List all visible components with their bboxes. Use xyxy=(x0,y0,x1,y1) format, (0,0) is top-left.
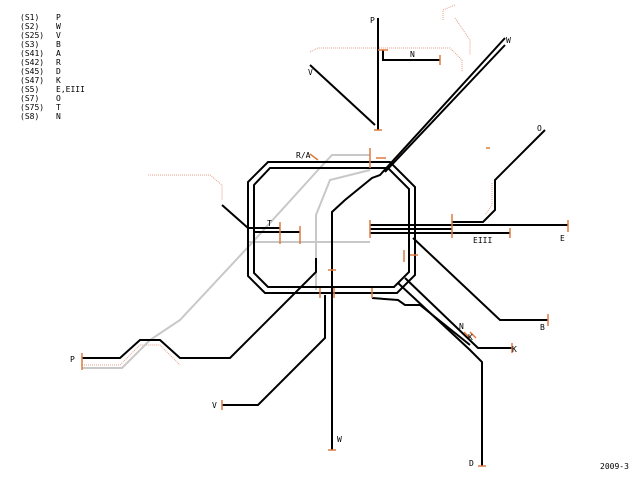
legend-destination: B xyxy=(56,40,61,49)
legend-line-id: (S75) xyxy=(20,103,45,112)
label-w-ne: W xyxy=(506,36,511,45)
map-labels: R/A P W N V O T E EIII B N K K P V W D xyxy=(70,16,565,468)
ring-line xyxy=(247,161,416,294)
line-p-west xyxy=(82,258,317,359)
legend-row: (S2) W xyxy=(20,22,85,31)
legend-destination: E,EIII xyxy=(56,85,85,94)
label-ring: R/A xyxy=(296,151,311,160)
legend-row: (S7) O xyxy=(20,94,85,103)
legend-line-id: (S7) xyxy=(20,94,40,103)
legend-line-id: (S42) xyxy=(20,58,45,67)
legend-row: (S42) R xyxy=(20,58,85,67)
label-b-se: B xyxy=(540,323,545,332)
legend-row: (S75) T xyxy=(20,103,85,112)
label-k-south-2: K xyxy=(512,345,517,354)
line-b-se xyxy=(412,237,548,321)
legend-destination: T xyxy=(56,103,61,112)
planned-line-east-spur xyxy=(484,183,493,216)
legend-destination: R xyxy=(56,58,61,67)
line-k-se xyxy=(404,277,512,349)
planned-line-west-bottom xyxy=(82,344,181,366)
label-t-west: T xyxy=(267,219,272,228)
tick-n-se xyxy=(463,331,471,339)
line-w-ne-2 xyxy=(384,44,506,173)
legend-destination: V xyxy=(56,31,61,40)
legend-row: (S41) A xyxy=(20,49,85,58)
legend-line-id: (S25) xyxy=(20,31,45,40)
line-v-nw xyxy=(309,64,376,126)
legend-line-id: (S8) xyxy=(20,112,40,121)
alt-line-sw xyxy=(82,154,370,369)
planned-line-west-spur xyxy=(148,174,223,200)
legend-destination: A xyxy=(56,49,61,58)
radial-lines xyxy=(82,18,568,466)
ring-outer xyxy=(247,161,416,294)
legend-line-id: (S5) xyxy=(20,85,40,94)
label-n-north: N xyxy=(410,50,415,59)
legend-row: (S8) N xyxy=(20,112,85,121)
station-ticks xyxy=(81,49,569,467)
legend-row: (S1) P xyxy=(20,13,85,22)
legend-line-id: (S2) xyxy=(20,22,40,31)
label-p-west: P xyxy=(70,355,75,364)
label-v-sw: V xyxy=(212,401,217,410)
planned-lines xyxy=(82,4,493,366)
legend-destination: K xyxy=(56,76,61,85)
legend-destination: O xyxy=(56,94,61,103)
label-k-south-1: K xyxy=(468,333,473,342)
legend-line-id: (S45) xyxy=(20,67,45,76)
legend-line-id: (S3) xyxy=(20,40,40,49)
line-d-south xyxy=(397,282,483,466)
label-w-south: W xyxy=(337,435,342,444)
legend-destination: N xyxy=(56,112,61,121)
line-v-sw xyxy=(222,295,326,406)
legend-destination: D xyxy=(56,67,61,76)
tick-ring-nw xyxy=(309,153,319,161)
legend-destination: P xyxy=(56,13,61,22)
legend-row: (S25) V xyxy=(20,31,85,40)
label-eiii-east: EIII xyxy=(473,236,492,245)
line-t-west xyxy=(221,204,280,229)
line-n-north xyxy=(382,50,440,61)
legend-row: (S3) B xyxy=(20,40,85,49)
legend-line-id: (S41) xyxy=(20,49,45,58)
planned-line-north-east-2 xyxy=(454,17,471,55)
legend-line-id: (S1) xyxy=(20,13,40,22)
label-o-east: O xyxy=(537,124,542,133)
legend-line-id: (S47) xyxy=(20,76,45,85)
alt-lines xyxy=(82,154,371,369)
alt-line-center xyxy=(315,169,371,290)
label-v-nw: V xyxy=(308,68,313,77)
planned-line-north-loop xyxy=(309,47,463,72)
legend-row: (S47) K xyxy=(20,76,85,85)
date-stamp: 2009-3 xyxy=(600,462,629,471)
tick-k-se-2 xyxy=(469,331,477,339)
ring-inner xyxy=(253,167,410,288)
legend-row: (S5) E,EIII xyxy=(20,85,85,94)
line-w-ne xyxy=(331,37,506,450)
line-legend: (S1)P(S2)W(S25)V(S3)B(S41)A(S42)R(S45)D(… xyxy=(20,13,85,121)
label-p-north: P xyxy=(370,16,375,25)
legend-row: (S45) D xyxy=(20,67,85,76)
line-o-east xyxy=(452,129,546,223)
planned-line-north-east xyxy=(442,4,456,20)
legend-destination: W xyxy=(56,22,61,31)
label-d-south: D xyxy=(469,459,474,468)
label-e-east: E xyxy=(560,234,565,243)
label-n-south: N xyxy=(459,322,464,331)
